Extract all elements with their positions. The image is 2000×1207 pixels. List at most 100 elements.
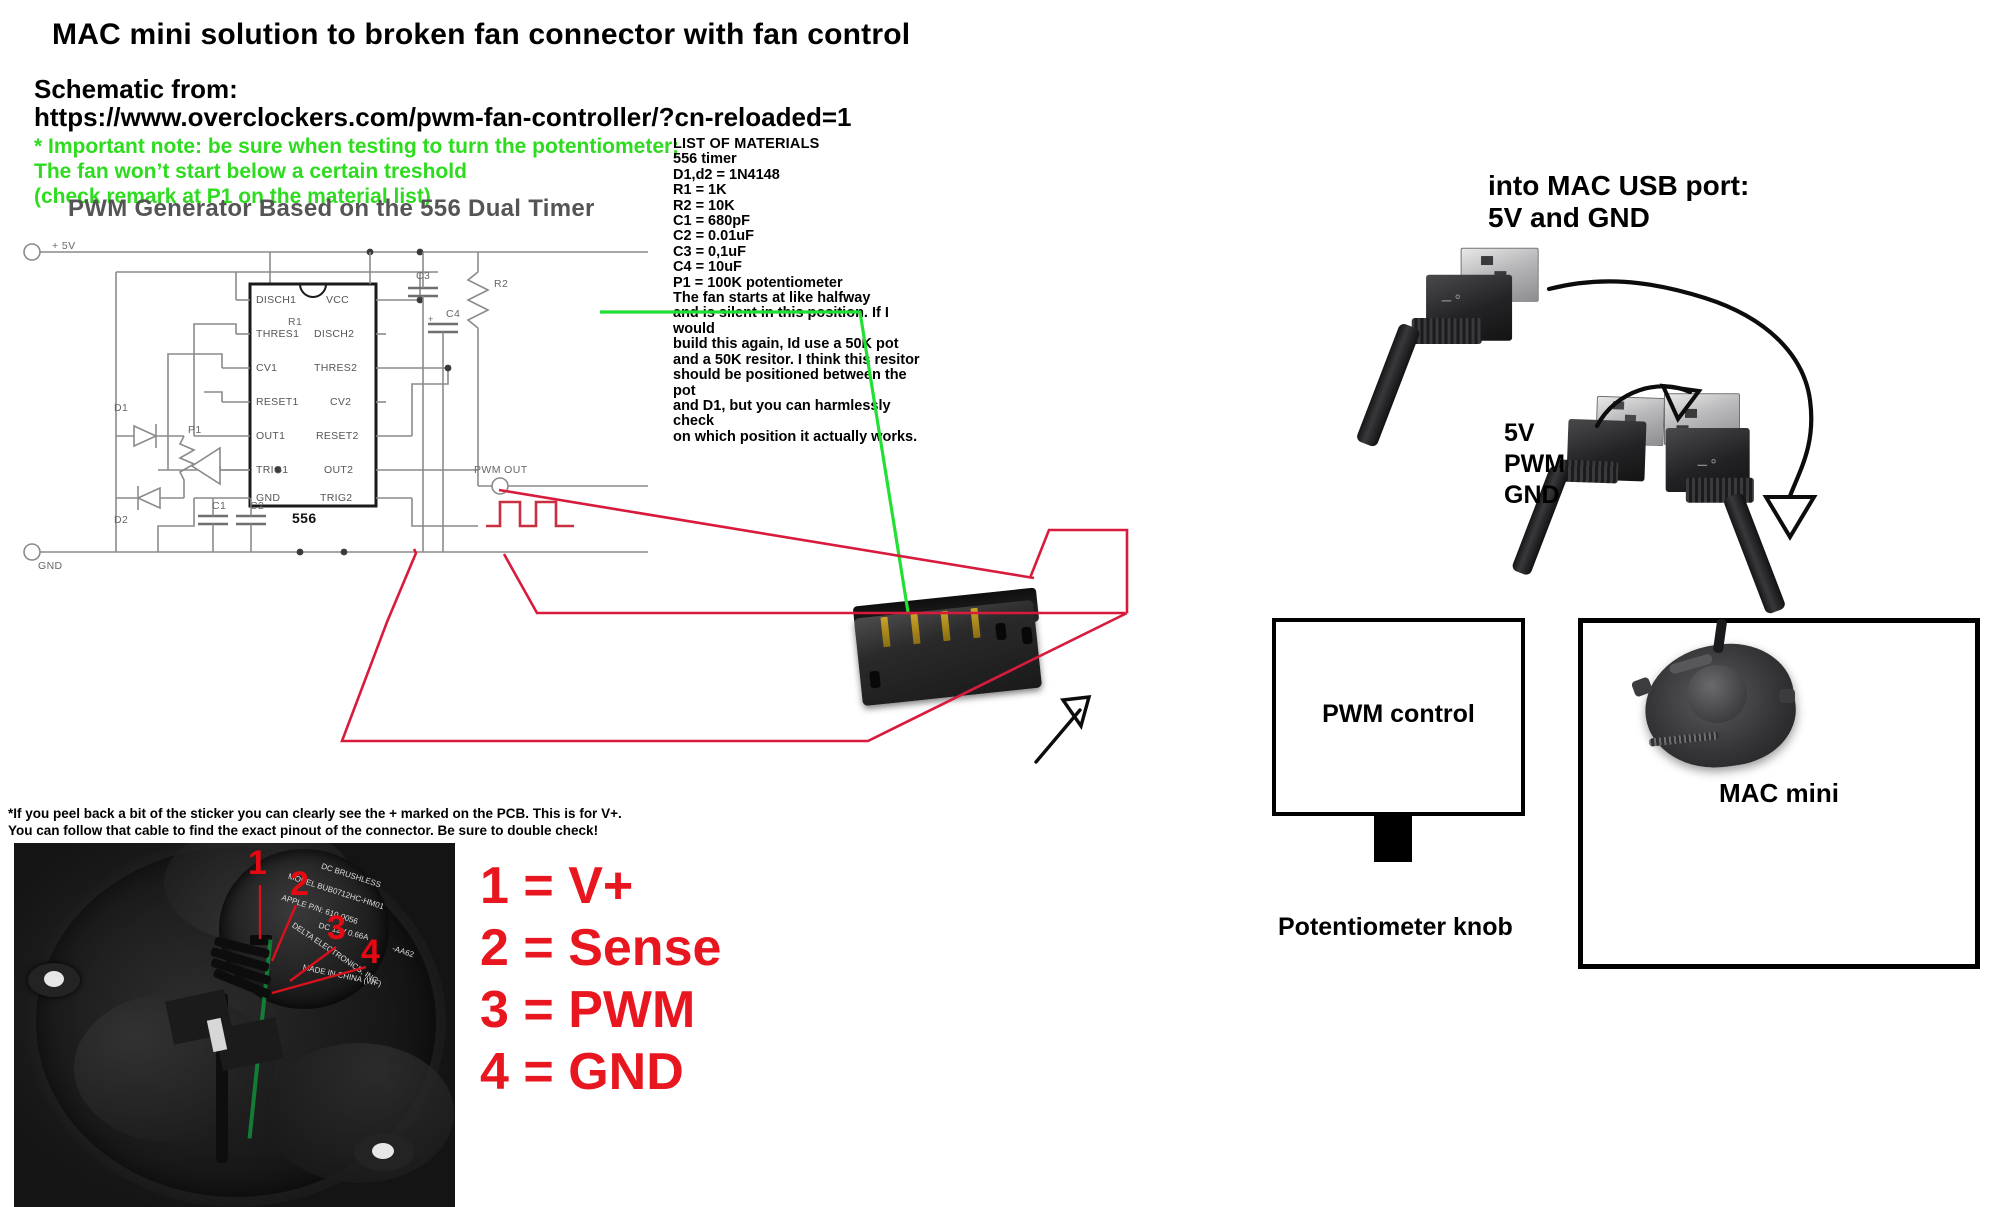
- mac-mini-fan-photo: DC BRUSHLESS MODEL BUB0712HC-HM01 APPLE …: [14, 843, 455, 1207]
- pinout-equals: =: [523, 981, 554, 1039]
- ic-pin-disch2: DISCH2: [314, 328, 355, 340]
- pwm-out-label: PWM OUT: [474, 464, 528, 476]
- materials-item: and a 50K resitor. I think this resitor: [673, 351, 920, 368]
- pinout-signal: Sense: [568, 919, 722, 977]
- capacitor-c3-symbol: [408, 286, 438, 298]
- pinout-signal: PWM: [568, 981, 696, 1039]
- ic-pin-out2: OUT2: [324, 464, 354, 476]
- pinout-signal: GND: [568, 1043, 684, 1101]
- diode-d2-symbol: [116, 486, 184, 510]
- pinout-signal: V+: [568, 857, 634, 915]
- fan-wire-number: 2: [290, 865, 309, 903]
- pinout-row: 4 = GND: [480, 1041, 721, 1103]
- schematic-drawing: [23, 243, 648, 561]
- potentiometer-pointer-head: [1059, 695, 1092, 730]
- materials-item: C1 = 680pF: [673, 213, 750, 230]
- materials-item: 556 timer: [673, 151, 737, 168]
- pinout-number: 3: [480, 981, 509, 1039]
- resistor-r2-symbol: [466, 271, 490, 329]
- component-label-d1: D1: [114, 402, 129, 414]
- ic-pin-gnd: GND: [256, 492, 281, 504]
- component-label-d2: D2: [114, 514, 129, 526]
- materials-item: The fan starts at like halfway: [673, 290, 871, 307]
- pinout-row: 3 = PWM: [480, 979, 721, 1041]
- component-label-c3: C3: [416, 270, 431, 282]
- pinout-equals: =: [523, 1043, 554, 1101]
- pwm-control-box: PWM control: [1272, 618, 1525, 816]
- materials-item: on which position it actually works.: [673, 428, 918, 445]
- schematic-source-url[interactable]: https://www.overclockers.com/pwm-fan-con…: [34, 102, 852, 132]
- capacitor-c4-symbol: [428, 322, 458, 334]
- capacitor-c2-symbol: [236, 514, 266, 526]
- footnote-line-1: *If you peel back a bit of the sticker y…: [8, 806, 622, 821]
- component-label-c2: C2: [250, 500, 265, 512]
- materials-item: C3 = 0,1uF: [673, 243, 746, 260]
- ic-pin-vcc: VCC: [326, 294, 350, 306]
- component-label-c1: C1: [212, 500, 227, 512]
- pwm-out-terminal: [491, 477, 509, 495]
- usb-port-title-line-1: into MAC USB port:: [1488, 170, 1750, 201]
- schematic-title: PWM Generator Based on the 556 Dual Time…: [68, 195, 595, 222]
- fan-wire-number: 1: [248, 844, 267, 882]
- materials-item: and D1, but you can harmlessly check: [673, 397, 891, 430]
- pinout-row: 2 = Sense: [480, 917, 721, 979]
- potentiometer-knob-shape[interactable]: [1374, 812, 1412, 862]
- pinout-row: 1 = V+: [480, 855, 721, 917]
- schematic-source-label: Schematic from:: [34, 74, 238, 104]
- connector-pinout-legend: 1 = V+ 2 = Sense 3 = PWM 4 = GND: [480, 855, 721, 1103]
- important-note-line-2: The fan won’t start below a certain tres…: [34, 160, 467, 183]
- usb-plug-right: ⚊⚬: [1635, 358, 1870, 631]
- materials-item: C4 = 10uF: [673, 259, 742, 276]
- ground-terminal-label: GND: [38, 560, 63, 572]
- diode-d1-symbol: [116, 424, 184, 448]
- footnote-line-2: You can follow that cable to find the ex…: [8, 823, 599, 838]
- sticker-footnote: *If you peel back a bit of the sticker y…: [8, 805, 648, 839]
- important-note-line-1: * Important note: be sure when testing t…: [34, 135, 680, 158]
- ic-556-label: 556: [292, 510, 317, 526]
- fan-wire-number: 3: [327, 909, 346, 947]
- potentiometer-p1-symbol: [178, 435, 196, 498]
- materials-item: C2 = 0.01uF: [673, 228, 754, 245]
- materials-heading: LIST OF MATERIALS: [673, 136, 820, 152]
- ic-pin-cv2: CV2: [330, 396, 352, 408]
- list-of-materials: LIST OF MATERIALS 556 timer D1,d2 = 1N41…: [673, 136, 923, 445]
- materials-item: should be positioned between the pot: [673, 367, 907, 399]
- fan-wire-leader-lines: [258, 885, 367, 995]
- ic-pin-disch1: DISCH1: [256, 294, 297, 306]
- fan-wire-number: 4: [361, 933, 380, 971]
- potentiometer-knob-label: Potentiometer knob: [1278, 913, 1513, 941]
- ic-pin-cv1: CV1: [256, 362, 278, 374]
- pinout-number: 4: [480, 1043, 509, 1101]
- pwm-control-box-label: PWM control: [1322, 700, 1475, 728]
- ic-pin-reset2: RESET2: [316, 430, 359, 442]
- materials-item: P1 = 100K potentiometer: [673, 274, 843, 291]
- pinout-equals: =: [523, 919, 554, 977]
- usb-port-title-line-2: 5V and GND: [1488, 202, 1650, 233]
- materials-item: and is silent in this position. If I wou…: [673, 305, 889, 337]
- component-label-c4: C4: [446, 308, 461, 320]
- page-title: MAC mini solution to broken fan connecto…: [52, 18, 911, 51]
- component-label-p1: P1: [188, 424, 202, 436]
- pinout-number: 2: [480, 919, 509, 977]
- pwm-schematic: PWM Generator Based on the 556 Dual Time…: [8, 195, 648, 616]
- materials-item: R1 = 1K: [673, 182, 727, 199]
- ic-pin-thres1: THRES1: [256, 328, 300, 340]
- ic-pin-thres2: THRES2: [314, 362, 358, 374]
- pinout-equals: =: [523, 857, 554, 915]
- materials-item: D1,d2 = 1N4148: [673, 166, 780, 183]
- ic-pin-out1: OUT1: [256, 430, 286, 442]
- fan-connector-photo: [840, 575, 1060, 727]
- ic-556-body: [248, 282, 378, 508]
- component-label-r2: R2: [494, 278, 509, 290]
- ic-pin-trig2: TRIG2: [320, 492, 353, 504]
- supply-terminal-label: + 5V: [52, 240, 76, 252]
- mac-mini-box-label: MAC mini: [1719, 778, 1839, 808]
- pinout-number: 1: [480, 857, 509, 915]
- signal-label-pwm: PWM: [1504, 450, 1566, 478]
- ic-pin-trig1: TRIG1: [256, 464, 289, 476]
- capacitor-c1-symbol: [198, 514, 228, 526]
- mac-mini-box: MAC mini: [1578, 618, 1980, 969]
- ic-pin-reset1: RESET1: [256, 396, 299, 408]
- signal-label-gnd: GND: [1504, 481, 1560, 509]
- pwm-waveform: [486, 500, 574, 528]
